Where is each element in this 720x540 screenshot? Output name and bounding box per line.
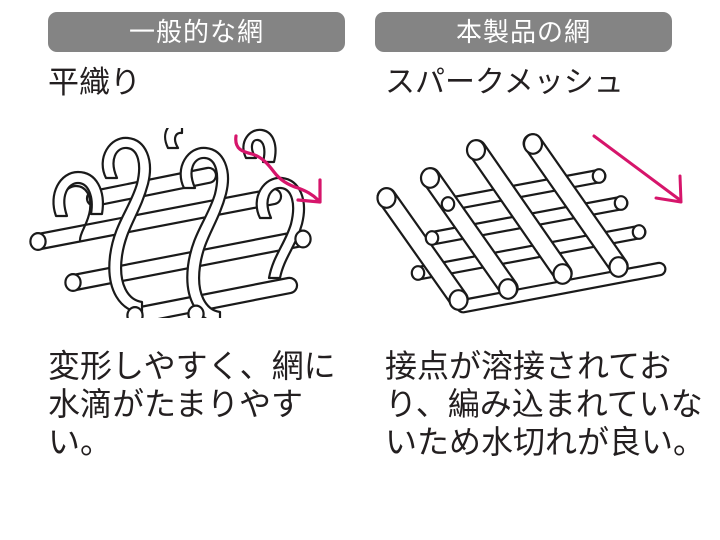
straight-down-right-arrow	[592, 134, 683, 204]
badge-general-mesh: 一般的な網	[48, 12, 345, 52]
plain-weave-mesh-illustration	[10, 120, 355, 326]
wavy-down-right-arrow	[234, 134, 322, 204]
badge-product-mesh: 本製品の網	[375, 12, 672, 52]
description-product-mesh-text: 接点が溶接されており、編み込まれていないため水切れが良い。	[385, 348, 706, 460]
description-general-mesh: 変形しやすく、網に水滴がたまりやすい。	[48, 347, 348, 461]
subtitle-general-mesh: 平織り	[48, 65, 141, 100]
badge-product-mesh-label: 本製品の網	[455, 17, 591, 47]
panel-general-mesh: 一般的な網 平織り	[10, 12, 355, 461]
description-product-mesh: 接点が溶接されており、編み込まれていないため水切れが良い。	[385, 347, 705, 461]
welded-spark-mesh-illustration	[370, 128, 715, 318]
panel-product-mesh: 本製品の網 スパークメッシュ	[360, 0, 720, 540]
subtitle-product-mesh: スパークメッシュ	[385, 66, 624, 99]
badge-general-mesh-label: 一般的な網	[128, 17, 264, 47]
description-general-mesh-text: 変形しやすく、網に水滴がたまりやすい。	[48, 348, 336, 460]
